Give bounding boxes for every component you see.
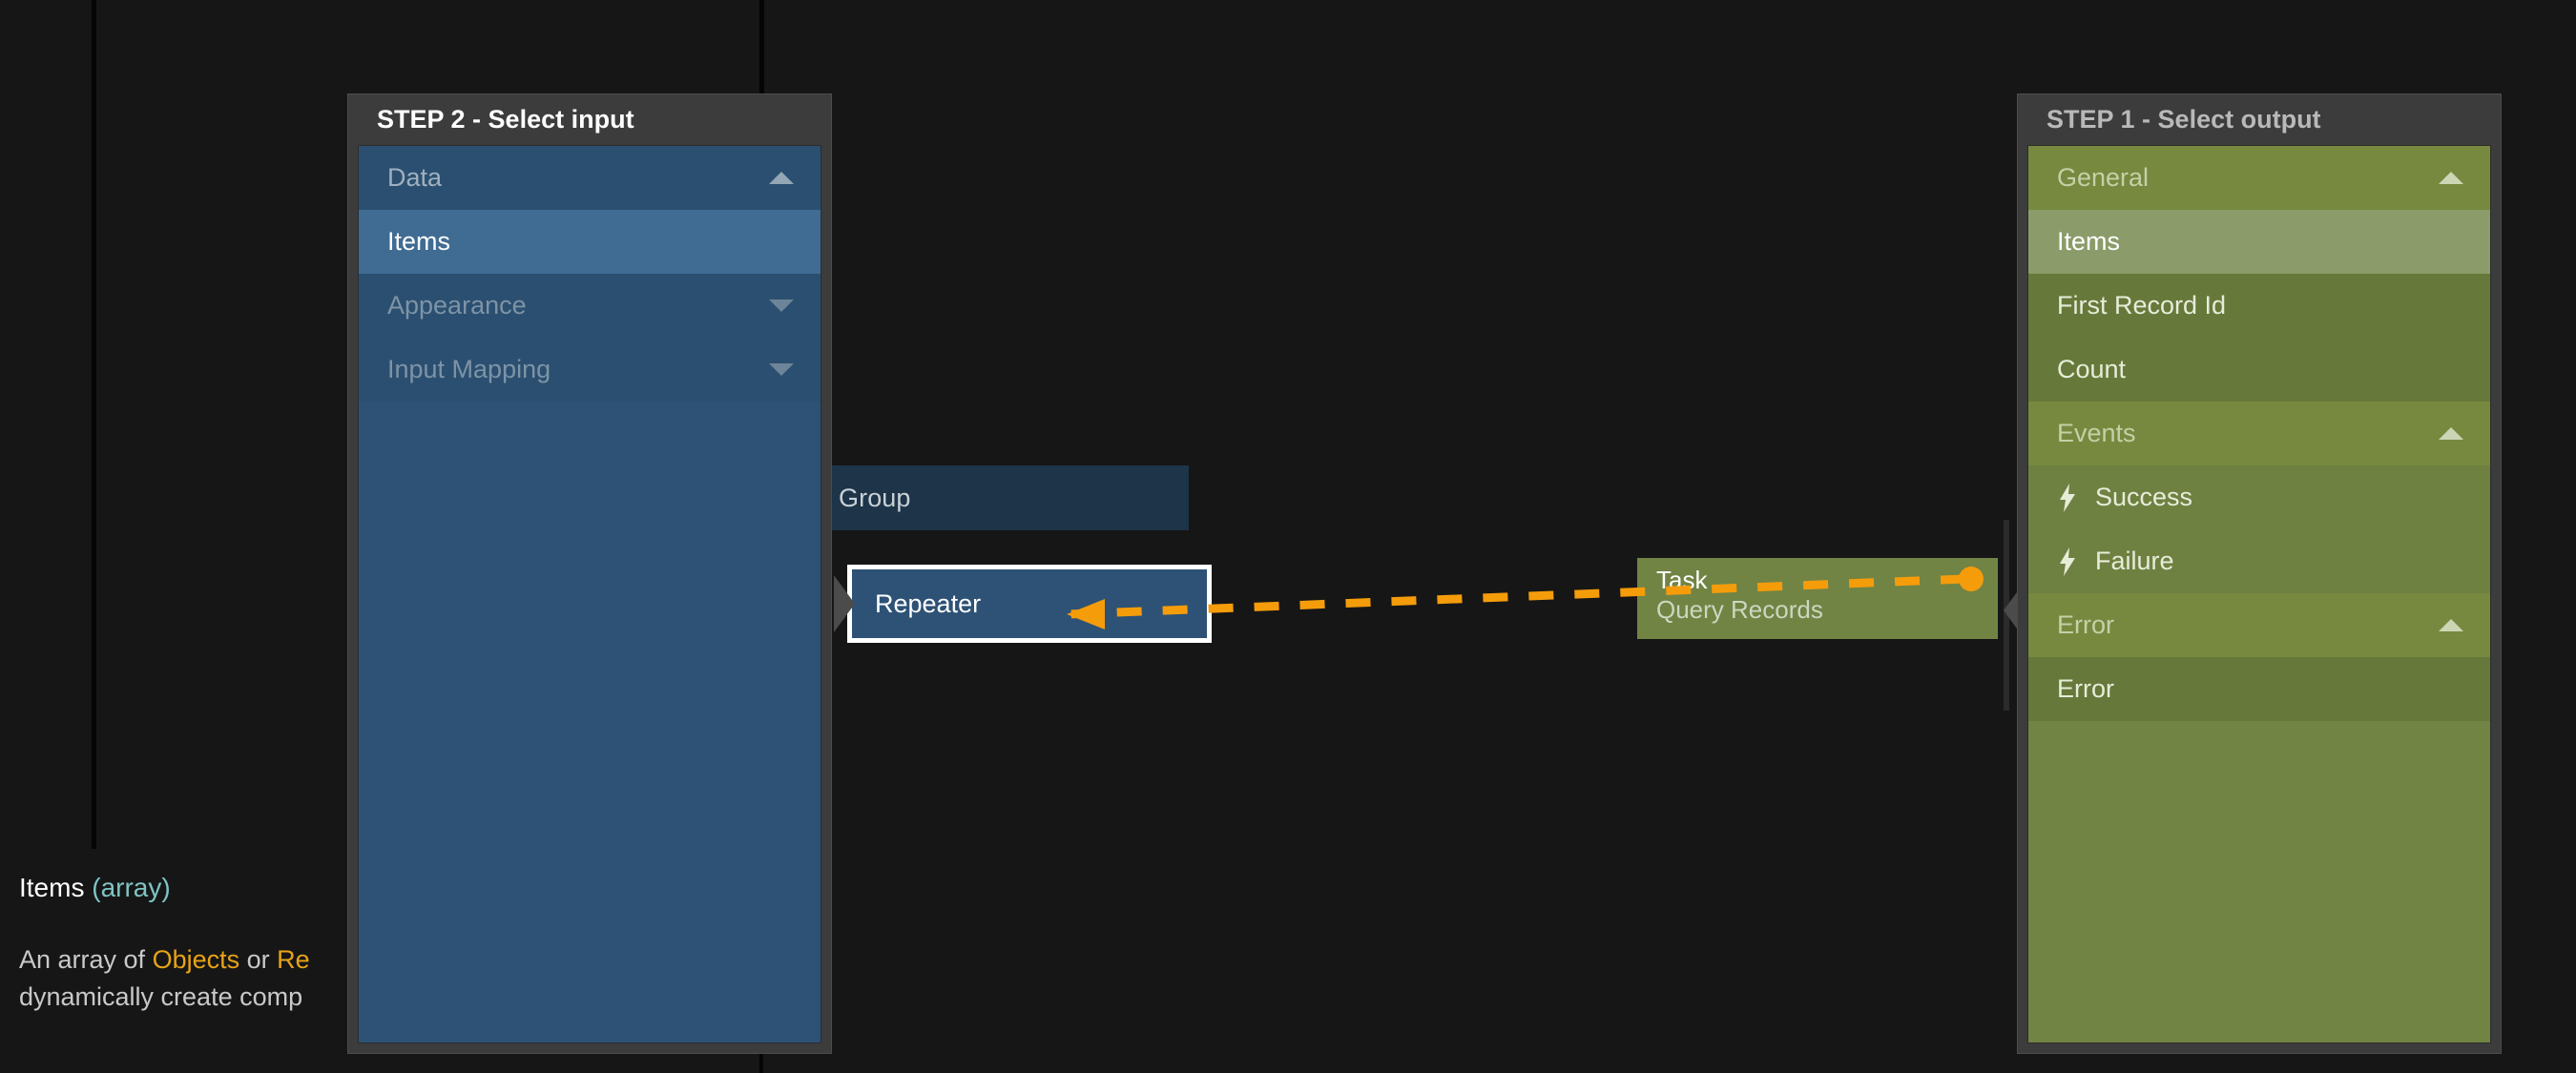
node-repeater[interactable]: Repeater	[847, 565, 1212, 643]
output-item-count-label: Count	[2057, 355, 2127, 383]
step1-select-output-panel: STEP 1 - Select output General Items Fir…	[2017, 93, 2502, 1054]
chevron-down-icon[interactable]	[769, 363, 794, 376]
input-section-data-label: Data	[387, 163, 443, 192]
input-item-items[interactable]: Items	[359, 210, 821, 274]
output-event-failure-label: Failure	[2095, 547, 2174, 575]
chevron-up-icon[interactable]	[2439, 172, 2463, 184]
output-event-success-label: Success	[2095, 483, 2193, 511]
canvas-divider-left	[92, 0, 96, 849]
canvas-divider-middle	[759, 0, 764, 93]
description-link-objects[interactable]: Objects	[152, 945, 240, 974]
output-item-items[interactable]: Items	[2028, 210, 2490, 274]
input-section-appearance-label: Appearance	[387, 291, 527, 320]
property-description-heading: Items (array)	[19, 873, 840, 903]
output-section-general-label: General	[2057, 163, 2150, 192]
description-link-records[interactable]: Re	[277, 945, 310, 974]
input-section-input-mapping[interactable]: Input Mapping	[359, 338, 821, 402]
output-item-first-record-id[interactable]: First Record Id	[2028, 274, 2490, 338]
step1-header: STEP 1 - Select output	[2046, 105, 2321, 134]
bolt-icon	[2057, 547, 2078, 576]
output-section-events-label: Events	[2057, 419, 2136, 447]
property-description: Items (array) An array of Objects or Re …	[19, 873, 840, 1016]
step2-list[interactable]: Data Items Appearance Input Mapping	[358, 145, 821, 1043]
description-text-pre: An array of	[19, 945, 153, 974]
chevron-up-icon[interactable]	[769, 172, 794, 184]
output-section-error[interactable]: Error	[2028, 593, 2490, 657]
output-section-error-label: Error	[2057, 610, 2114, 639]
output-event-failure[interactable]: Failure	[2028, 529, 2490, 593]
input-section-input-mapping-label: Input Mapping	[387, 355, 551, 383]
input-section-appearance[interactable]: Appearance	[359, 274, 821, 338]
output-item-error[interactable]: Error	[2028, 657, 2490, 721]
node-repeater-title: Repeater	[875, 588, 982, 618]
input-section-data[interactable]: Data	[359, 146, 821, 210]
property-name: Items	[19, 873, 85, 902]
output-item-count[interactable]: Count	[2028, 338, 2490, 402]
input-item-items-label: Items	[387, 227, 451, 256]
node-task[interactable]: Task Query Records	[1637, 558, 1998, 639]
output-section-events[interactable]: Events	[2028, 402, 2490, 465]
property-type: (array)	[92, 873, 171, 902]
chevron-up-icon[interactable]	[2439, 427, 2463, 440]
step2-select-input-panel: STEP 2 - Select input Data Items Appeara…	[347, 93, 832, 1054]
output-item-first-record-id-label: First Record Id	[2057, 291, 2227, 320]
node-group-title: Group	[839, 483, 911, 512]
step2-header: STEP 2 - Select input	[377, 105, 634, 134]
bolt-icon	[2057, 483, 2078, 512]
node-repeater-input-caret-icon[interactable]	[834, 575, 855, 632]
property-description-body: An array of Objects or Re dynamically cr…	[19, 941, 840, 1016]
step1-list[interactable]: General Items First Record Id Count Even…	[2027, 145, 2491, 1043]
chevron-up-icon[interactable]	[2439, 619, 2463, 631]
output-item-items-label: Items	[2057, 227, 2121, 256]
output-event-success[interactable]: Success	[2028, 465, 2490, 529]
description-text-line2: dynamically create comp	[19, 982, 303, 1012]
node-task-subtitle: Query Records	[1656, 594, 1823, 624]
node-task-title: Task	[1656, 566, 1708, 594]
output-item-error-label: Error	[2057, 674, 2114, 703]
chevron-down-icon[interactable]	[769, 299, 794, 312]
description-text-mid: or	[239, 945, 278, 974]
output-section-general[interactable]: General	[2028, 146, 2490, 210]
canvas-divider-bottom	[759, 1047, 763, 1073]
node-group[interactable]: Group	[828, 465, 1189, 530]
